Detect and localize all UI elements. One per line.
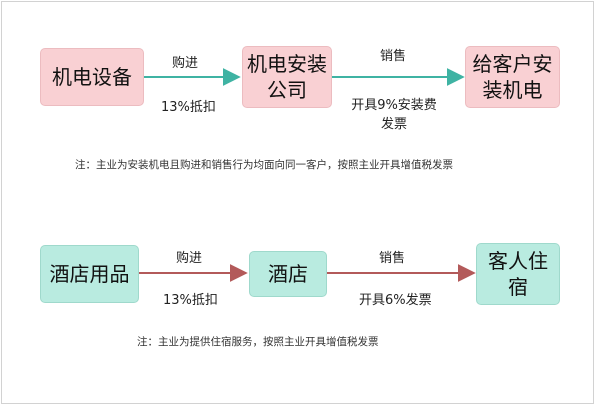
row1-arrow2-bottom-label: 开具9%安装费发票 [351,98,437,132]
row1-arrow1-bottom-label: 13%抵扣 [161,100,216,115]
row1-box-installer: 机电安装公司 [242,46,332,108]
row2-arrow1-bottom-label: 13%抵扣 [163,293,218,308]
row2-note: 注：主业为提供住宿服务，按照主业开具增值税发票 [137,336,379,348]
row1-box-equipment: 机电设备 [40,48,144,106]
row2-arrow1-top-label: 购进 [176,251,203,266]
row1-box-customer: 给客户安装机电 [465,46,560,108]
row2-box-hotel: 酒店 [249,251,327,297]
row1-arrow1-top-label: 购进 [172,56,199,71]
row1-arrow2-top-label: 销售 [380,49,407,64]
row1-note: 注：主业为安装机电且购进和销售行为均面向同一客户，按照主业开具增值税发票 [75,159,453,171]
row2-arrow2-bottom-label: 开具6%发票 [359,293,432,308]
row2-box-hotel-supplies: 酒店用品 [40,245,139,303]
row2-arrow2-top-label: 销售 [379,251,406,266]
row2-box-guest: 客人住宿 [476,243,560,305]
